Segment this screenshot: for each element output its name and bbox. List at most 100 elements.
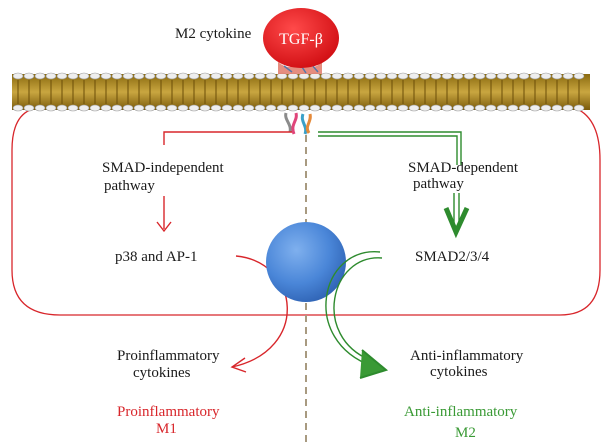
lipid-head — [452, 104, 464, 112]
smad234-label: SMAD2/3/4 — [415, 249, 490, 265]
lipid-head — [287, 104, 299, 112]
membrane-heads-bottom — [12, 104, 585, 112]
lipid-head — [441, 72, 453, 80]
lipid-head — [452, 72, 464, 80]
smad-dependent-label-line2: pathway — [413, 176, 464, 192]
lipid-head — [265, 72, 277, 80]
lipid-head — [397, 72, 409, 80]
lipid-head — [23, 72, 35, 80]
lipid-head — [89, 72, 101, 80]
lipid-head — [463, 72, 475, 80]
lipid-head — [364, 72, 376, 80]
lipid-head — [529, 72, 541, 80]
lipid-head — [441, 104, 453, 112]
m2-phenotype-line2: M2 — [455, 425, 476, 441]
m2-cytokine-caption: M2 cytokine — [175, 26, 252, 42]
lipid-head — [507, 104, 519, 112]
lipid-head — [364, 104, 376, 112]
lipid-head — [78, 104, 90, 112]
lipid-head — [144, 72, 156, 80]
lipid-head — [78, 72, 90, 80]
lipid-head — [221, 104, 233, 112]
lipid-head — [298, 104, 310, 112]
lipid-head — [34, 72, 46, 80]
lipid-head — [232, 104, 244, 112]
m1-phenotype-line1: Proinflammatory — [117, 404, 220, 420]
lipid-head — [540, 72, 552, 80]
lipid-head — [573, 72, 585, 80]
lipid-head — [430, 104, 442, 112]
lipid-head — [34, 104, 46, 112]
lipid-head — [221, 72, 233, 80]
lipid-head — [177, 72, 189, 80]
lipid-head — [111, 104, 123, 112]
membrane-heads-top — [12, 72, 585, 80]
lipid-head — [408, 72, 420, 80]
lipid-head — [430, 72, 442, 80]
lipid-head — [89, 104, 101, 112]
smad-independent-label-line2: pathway — [104, 178, 155, 194]
smad-dependent-connector — [318, 131, 462, 165]
lipid-head — [474, 72, 486, 80]
anti-inflammatory-cytokines-line1: Anti-inflammatory — [410, 348, 524, 364]
lipid-head — [485, 72, 497, 80]
lipid-head — [254, 104, 266, 112]
lipid-head — [67, 104, 79, 112]
lipid-head — [474, 104, 486, 112]
lipid-head — [386, 104, 398, 112]
smad-independent-arrow-head — [156, 221, 172, 233]
lipid-head — [188, 72, 200, 80]
lipid-head — [529, 104, 541, 112]
lipid-head — [353, 104, 365, 112]
lipid-head — [408, 104, 420, 112]
lipid-head — [210, 72, 222, 80]
lipid-head — [331, 104, 343, 112]
lipid-head — [210, 104, 222, 112]
proinflammatory-cytokines-line1: Proinflammatory — [117, 348, 220, 364]
anti-inflammatory-arrow-head — [359, 349, 389, 379]
lipid-head — [100, 72, 112, 80]
lipid-head — [100, 104, 112, 112]
lipid-head — [166, 72, 178, 80]
lipid-head — [232, 72, 244, 80]
lipid-head — [320, 72, 332, 80]
m2-phenotype-line1: Anti-inflammatory — [404, 404, 518, 420]
smad-dependent-label-line1: SMAD-dependent — [408, 160, 519, 176]
m1-phenotype-line2: M1 — [156, 421, 177, 437]
lipid-head — [177, 104, 189, 112]
tgf-beta-ligand — [263, 8, 339, 68]
lipid-head — [122, 104, 134, 112]
lipid-head — [243, 72, 255, 80]
lipid-head — [507, 72, 519, 80]
cell-outline — [11, 107, 601, 316]
lipid-head — [342, 104, 354, 112]
lipid-head — [265, 104, 277, 112]
lipid-head — [353, 72, 365, 80]
proinflammatory-arrow-head — [230, 357, 247, 373]
lipid-head — [12, 72, 24, 80]
lipid-head — [463, 104, 475, 112]
tgf-beta-label: TGF-β — [279, 31, 323, 48]
lipid-head — [12, 104, 24, 112]
lipid-head — [45, 72, 57, 80]
smad-dependent-arrow-head — [443, 206, 470, 239]
lipid-head — [518, 72, 530, 80]
lipid-head — [166, 104, 178, 112]
lipid-head — [56, 72, 68, 80]
lipid-head — [375, 72, 387, 80]
proinflammatory-cytokines-line2: cytokines — [133, 365, 191, 381]
lipid-head — [551, 72, 563, 80]
lipid-head — [155, 72, 167, 80]
lipid-head — [562, 72, 574, 80]
p38-ap1-label: p38 and AP-1 — [115, 249, 198, 265]
cell-membrane — [12, 72, 590, 112]
lipid-head — [133, 72, 145, 80]
tgf-beta-receptor — [284, 112, 312, 135]
lipid-head — [386, 72, 398, 80]
lipid-head — [199, 104, 211, 112]
lipid-head — [419, 104, 431, 112]
lipid-head — [320, 104, 332, 112]
lipid-head — [45, 104, 57, 112]
lipid-head — [67, 72, 79, 80]
